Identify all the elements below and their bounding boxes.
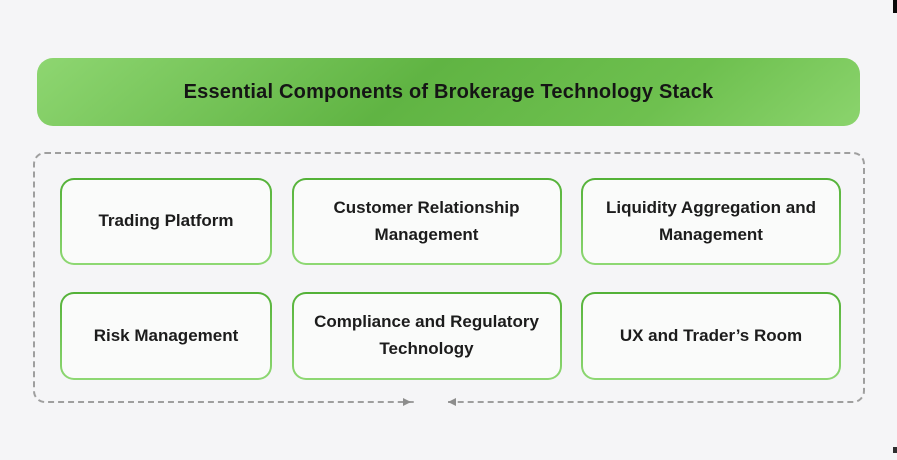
arrow-left-icon [448, 398, 456, 406]
component-box-risk-management: Risk Management [60, 292, 272, 380]
title-banner: Essential Components of Brokerage Techno… [37, 58, 860, 126]
component-label: Trading Platform [98, 211, 234, 231]
components-panel: Trading Platform Customer Relationship M… [33, 152, 865, 406]
component-box-compliance-and-regulatory-technology: Compliance and Regulatory Technology [292, 292, 562, 380]
component-box-trading-platform: Trading Platform [60, 178, 272, 265]
screen-edge-artifact-top [893, 0, 897, 13]
component-box-ux-and-traders-room: UX and Trader’s Room [581, 292, 841, 380]
component-label: Liquidity Aggregation and Management [606, 197, 816, 244]
dashed-border-gap [415, 401, 448, 403]
component-label: UX and Trader’s Room [619, 325, 803, 345]
component-label: Customer Relationship Management [333, 197, 520, 244]
arrow-right-icon [403, 398, 411, 406]
component-label: Risk Management [93, 325, 239, 345]
component-label: Compliance and Regulatory Technology [314, 312, 539, 358]
component-box-customer-relationship-management: Customer Relationship Management [292, 178, 562, 265]
component-box-liquidity-aggregation-and-management: Liquidity Aggregation and Management [581, 178, 841, 265]
screen-edge-artifact-bottom [893, 447, 897, 453]
page-title: Essential Components of Brokerage Techno… [183, 80, 714, 103]
